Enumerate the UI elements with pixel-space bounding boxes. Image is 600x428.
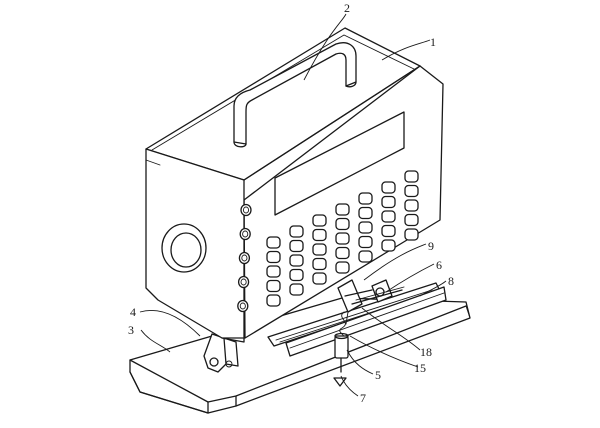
side-button — [238, 251, 251, 265]
label-9: 9 — [428, 239, 434, 253]
keypad-key — [266, 265, 281, 278]
keypad-key — [358, 192, 373, 205]
keypad-key — [266, 279, 281, 293]
keypad-key — [312, 243, 327, 256]
label-1: 1 — [430, 35, 436, 49]
keypad-key — [358, 250, 373, 263]
label-15: 15 — [414, 361, 426, 375]
label-6: 6 — [436, 258, 442, 272]
side-button-inner — [240, 278, 247, 286]
keypad-key — [335, 217, 350, 231]
handle — [233, 42, 357, 148]
display-window-outline — [274, 111, 405, 216]
keypad-key — [289, 254, 304, 267]
keypad-key — [312, 257, 327, 271]
keypad-key — [404, 213, 419, 227]
clamp-mechanism — [337, 279, 405, 325]
keypad-key — [335, 261, 350, 274]
keypad-key — [381, 210, 396, 223]
keypad-key — [335, 232, 350, 245]
side-button-inner — [241, 254, 248, 262]
keypad-key — [289, 283, 304, 296]
keypad-key — [266, 294, 281, 307]
keypad-key — [312, 228, 327, 242]
side-button-inner — [242, 206, 250, 214]
slide-rail — [267, 282, 447, 357]
side-buttons — [237, 203, 252, 313]
keypad-key — [358, 235, 373, 249]
side-button — [237, 275, 250, 289]
label-3: 3 — [128, 323, 134, 337]
keypad-key — [335, 203, 350, 216]
keypad-key — [404, 228, 419, 241]
label-4: 4 — [130, 305, 136, 319]
keypad-key — [404, 199, 419, 212]
keypad-key — [358, 221, 373, 234]
spring-pin — [334, 311, 349, 373]
label-2: 2 — [344, 1, 350, 15]
keypad-key — [358, 206, 373, 220]
label-8: 8 — [448, 274, 454, 288]
knob — [161, 223, 207, 273]
side-button-inner — [239, 302, 246, 310]
keypad-key — [266, 250, 281, 264]
side-button — [240, 203, 252, 217]
keypad-key — [335, 246, 350, 260]
keypad-key — [289, 225, 304, 238]
foot-hinges — [203, 333, 239, 373]
keypad-key — [312, 272, 327, 285]
leader-lines — [139, 13, 447, 397]
label-18: 18 — [420, 345, 432, 359]
label-7: 7 — [360, 391, 366, 405]
keypad — [266, 170, 419, 307]
keypad-key — [404, 184, 419, 198]
side-button — [237, 299, 249, 313]
keypad-key — [404, 170, 419, 183]
keypad-key — [381, 195, 396, 209]
base-plate — [129, 297, 471, 414]
keypad-key — [381, 181, 396, 194]
side-button-inner — [242, 230, 249, 238]
keypad-key — [289, 239, 304, 253]
keypad-key — [289, 268, 304, 282]
label-5: 5 — [375, 368, 381, 382]
side-button — [239, 227, 251, 241]
keypad-key — [266, 236, 281, 249]
keypad-key — [381, 239, 396, 252]
keypad-key — [312, 214, 327, 227]
keypad-key — [381, 224, 396, 238]
